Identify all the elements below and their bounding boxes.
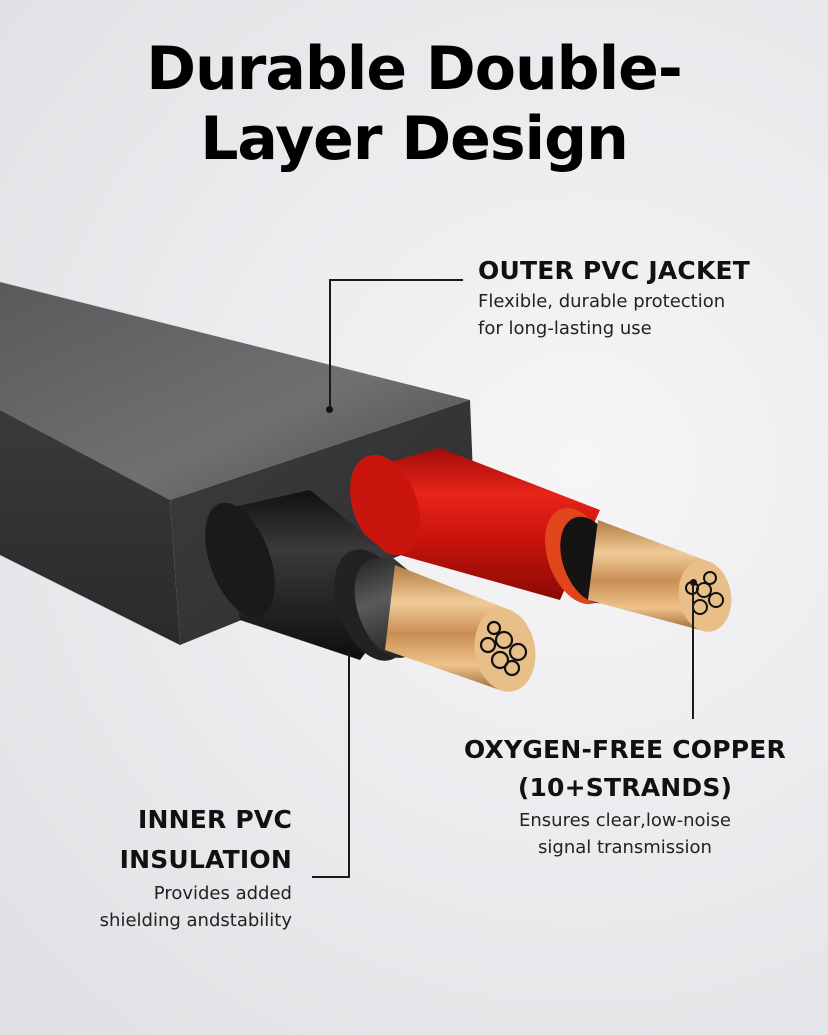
black-wire bbox=[205, 490, 536, 692]
callout-copper: OXYGEN-FREE COPPER (10+STRANDS) Ensures … bbox=[440, 731, 810, 861]
inner-callout-line-v bbox=[348, 650, 350, 877]
callout-description-1: Flexible, durable protection bbox=[478, 291, 726, 312]
callout-inner-insulation: INNER PVC INSULATION Provides added shie… bbox=[40, 800, 292, 934]
inner-callout-dot bbox=[345, 646, 352, 653]
page-title: Durable Double- Layer Design bbox=[0, 34, 828, 174]
outer-callout-dot bbox=[326, 406, 333, 413]
callout-description-2: for long-lasting use bbox=[478, 318, 652, 339]
jacket-side-face bbox=[0, 410, 180, 645]
outer-callout-line-v bbox=[329, 279, 331, 409]
title-line-1: Durable Double- bbox=[146, 34, 683, 104]
callout-heading-2: INSULATION bbox=[119, 845, 292, 874]
jacket-top-face bbox=[0, 282, 470, 500]
callout-heading-1: INNER PVC bbox=[138, 805, 292, 834]
red-wire bbox=[350, 448, 732, 632]
callout-description-1: Provides added bbox=[153, 883, 292, 904]
outer-callout-line-h bbox=[329, 279, 463, 281]
callout-heading-2: (10+STRANDS) bbox=[517, 773, 733, 802]
title-line-2: Layer Design bbox=[200, 104, 629, 174]
inner-callout-line-h bbox=[312, 876, 350, 878]
callout-heading: OUTER PVC JACKET bbox=[478, 256, 751, 285]
callout-description-2: signal transmission bbox=[538, 837, 712, 858]
callout-description-2: shielding andstability bbox=[99, 910, 292, 931]
callout-description-1: Ensures clear,low-noise bbox=[519, 810, 731, 831]
callout-heading-1: OXYGEN-FREE COPPER bbox=[464, 735, 786, 764]
copper-callout-line bbox=[692, 582, 694, 719]
callout-outer-jacket: OUTER PVC JACKET Flexible, durable prote… bbox=[478, 253, 808, 342]
